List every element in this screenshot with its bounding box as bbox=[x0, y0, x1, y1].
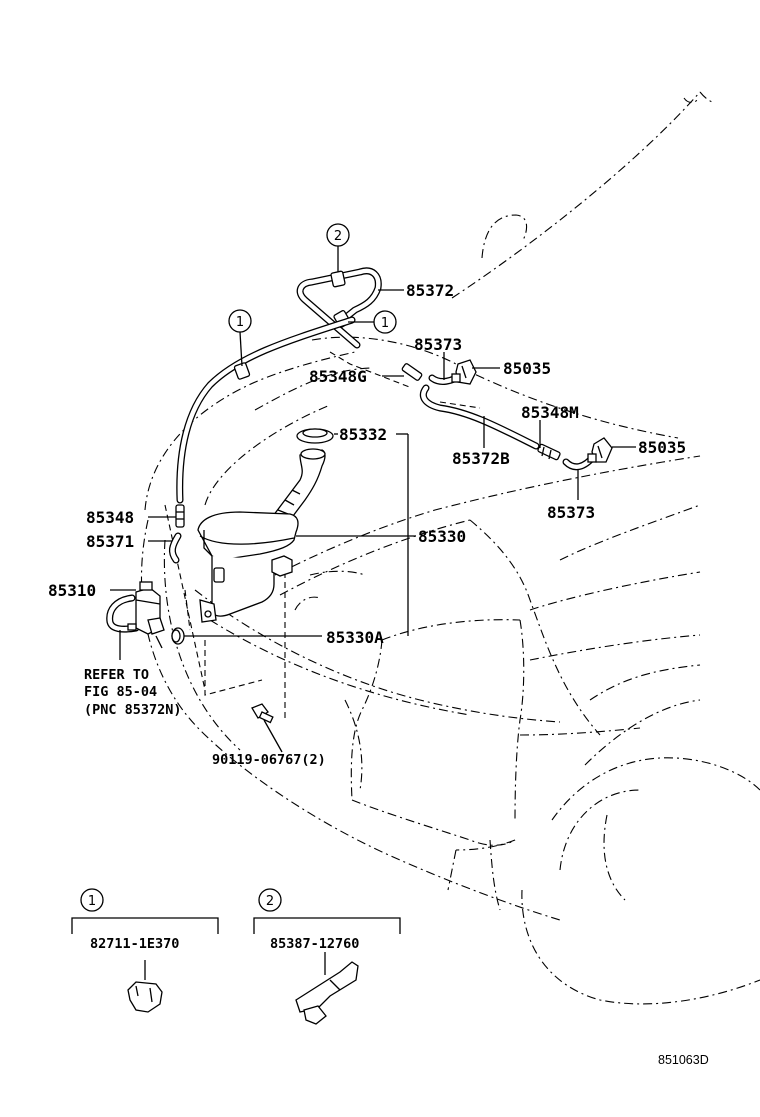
dashed-leaders bbox=[164, 351, 481, 720]
joint-85348 bbox=[175, 504, 185, 528]
label-85348G: 85348G bbox=[309, 367, 367, 386]
part-labels: 85372 85373 85035 85348G 85348M 85332 85… bbox=[48, 281, 686, 768]
refer-line-3: (PNC 85372N) bbox=[84, 702, 182, 718]
legend-marker-2: 2 bbox=[266, 894, 274, 909]
clip-85387-icon bbox=[295, 952, 359, 1025]
label-85330A: 85330A bbox=[326, 628, 384, 647]
label-85348M: 85348M bbox=[521, 403, 579, 422]
label-85035-top: 85035 bbox=[503, 359, 551, 378]
label-85372: 85372 bbox=[406, 281, 454, 300]
label-85348: 85348 bbox=[86, 508, 134, 527]
nozzle-85035-right bbox=[587, 437, 613, 463]
label-85035-right: 85035 bbox=[638, 438, 686, 457]
connectors bbox=[175, 363, 561, 528]
legend: 1 82711-1E370 2 85387-12760 bbox=[71, 888, 401, 1025]
clip-82711-icon bbox=[127, 960, 163, 1013]
washer-reservoir bbox=[197, 428, 334, 623]
label-85330: 85330 bbox=[418, 527, 466, 546]
hose-long bbox=[176, 316, 356, 504]
label-85373-top: 85373 bbox=[414, 335, 462, 354]
legend-part-1: 82711-1E370 bbox=[90, 936, 179, 952]
leader-lines bbox=[110, 246, 636, 753]
joint-85348G bbox=[401, 363, 423, 381]
callout-markers: 2 1 1 bbox=[228, 223, 397, 334]
figure-code: 851063D bbox=[658, 1053, 709, 1067]
label-85310: 85310 bbox=[48, 581, 96, 600]
legend-marker-1: 1 bbox=[88, 894, 96, 909]
label-85371: 85371 bbox=[86, 532, 134, 551]
callout-1-right: 1 bbox=[381, 316, 389, 331]
washer-hoses bbox=[106, 267, 598, 633]
legend-part-2: 85387-12760 bbox=[270, 936, 359, 952]
callout-1-left: 1 bbox=[236, 315, 244, 330]
label-85372B: 85372B bbox=[452, 449, 510, 468]
refer-line-2: FIG 85-04 bbox=[84, 684, 157, 700]
vehicle-body-outline bbox=[140, 91, 760, 1005]
label-90119: 90119-06767(2) bbox=[212, 752, 326, 768]
nozzle-85035-top bbox=[451, 359, 477, 385]
refer-line-1: REFER TO bbox=[84, 667, 149, 683]
bolt-90119 bbox=[251, 703, 274, 724]
callout-2-top: 2 bbox=[334, 229, 342, 244]
label-85332: 85332 bbox=[339, 425, 387, 444]
label-85373-right: 85373 bbox=[547, 503, 595, 522]
washer-pump bbox=[127, 581, 185, 645]
washer-nozzles bbox=[451, 359, 613, 463]
